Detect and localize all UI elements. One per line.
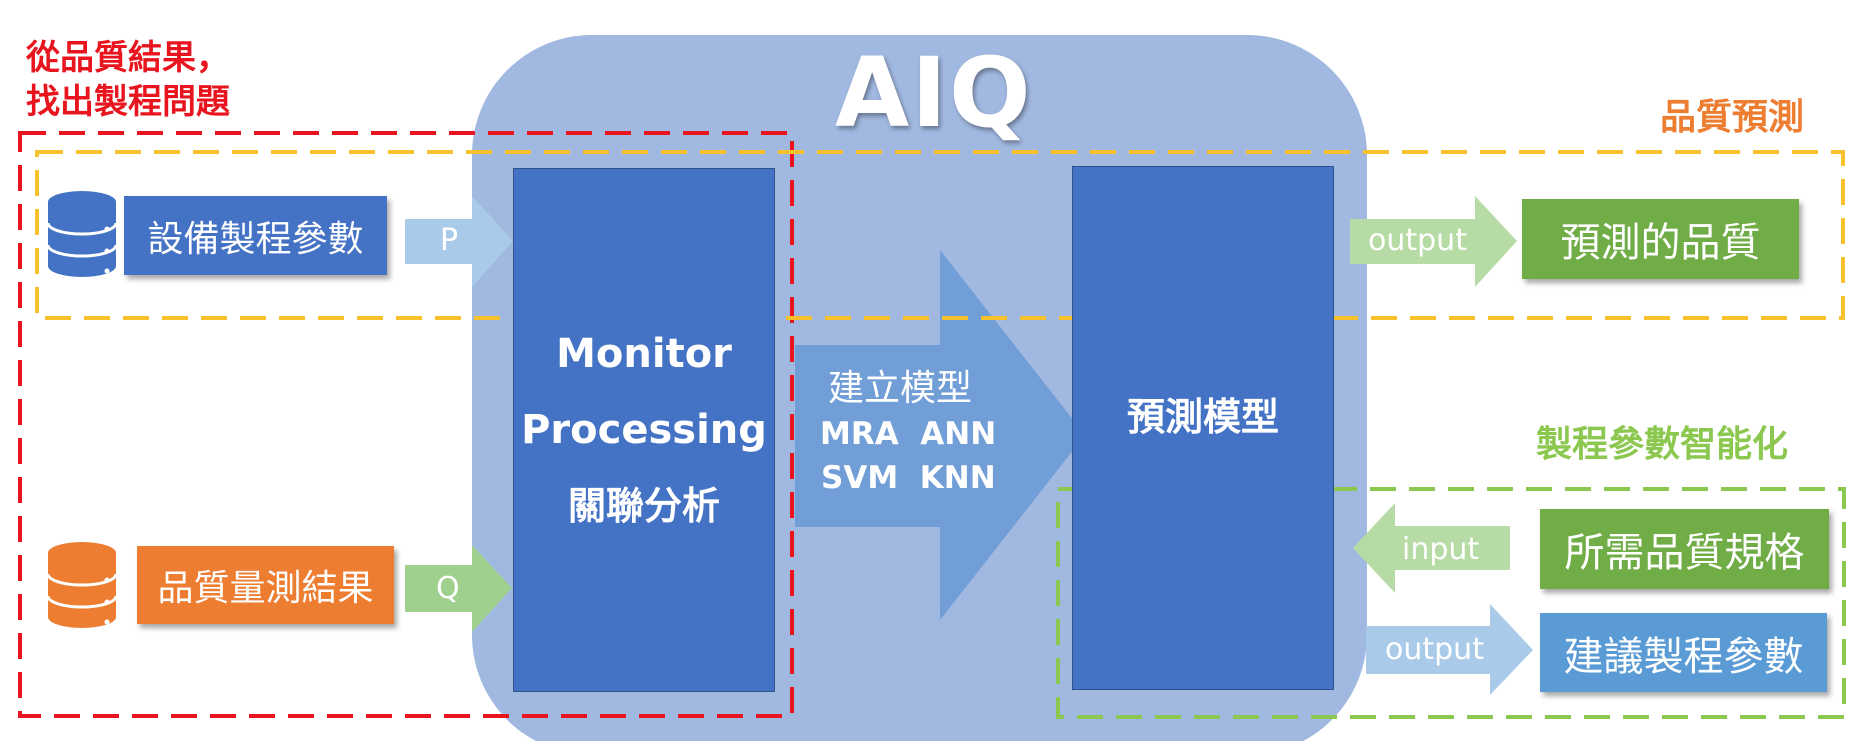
q-arrow-label: Q bbox=[436, 571, 460, 606]
left-caption-line1: 從品質結果， bbox=[26, 38, 230, 78]
output-top-arrow bbox=[1350, 196, 1517, 287]
monitor-processing-block: Monitor Processing 關聯分析 bbox=[513, 168, 775, 692]
p-arrow-label: P bbox=[440, 223, 459, 258]
database-icon-blue bbox=[46, 191, 118, 277]
monitor-line2: Processing bbox=[521, 407, 767, 453]
predicted-quality-box: 預測的品質 bbox=[1522, 199, 1799, 279]
left-caption-line2: 找出製程問題 bbox=[26, 82, 230, 122]
output-bottom-label: output bbox=[1385, 632, 1484, 667]
required-spec-box: 所需品質規格 bbox=[1540, 509, 1829, 589]
suggested-params-box: 建議製程參數 bbox=[1540, 613, 1827, 692]
output-bottom-arrow bbox=[1366, 604, 1533, 695]
q-arrow bbox=[405, 545, 512, 632]
build-model-methods-2: SVM KNN bbox=[821, 460, 996, 496]
red-dashed-region bbox=[18, 131, 794, 718]
monitor-line1: Monitor bbox=[556, 331, 732, 377]
monitor-line3: 關聯分析 bbox=[567, 484, 720, 528]
equipment-params-box: 設備製程參數 bbox=[124, 196, 387, 275]
green-dashed-region bbox=[1056, 487, 1846, 719]
output-top-label: output bbox=[1368, 223, 1467, 258]
database-icon-orange bbox=[46, 542, 118, 628]
aiq-title: AIQ bbox=[835, 37, 1033, 149]
param-intelligence-caption: 製程參數智能化 bbox=[1536, 424, 1789, 465]
p-arrow bbox=[405, 196, 513, 287]
yellow-dashed-region bbox=[35, 150, 1845, 320]
quality-results-box: 品質量測結果 bbox=[137, 546, 394, 624]
prediction-model-block: 預測模型 bbox=[1072, 166, 1334, 690]
prediction-model-label: 預測模型 bbox=[1126, 394, 1279, 439]
build-model-methods-1: MRA ANN bbox=[820, 416, 997, 452]
build-model-label: 建立模型 bbox=[828, 368, 973, 409]
input-label: input bbox=[1402, 532, 1480, 567]
input-arrow bbox=[1353, 503, 1510, 593]
build-model-arrow bbox=[795, 250, 1085, 620]
quality-prediction-caption: 品質預測 bbox=[1660, 97, 1805, 138]
